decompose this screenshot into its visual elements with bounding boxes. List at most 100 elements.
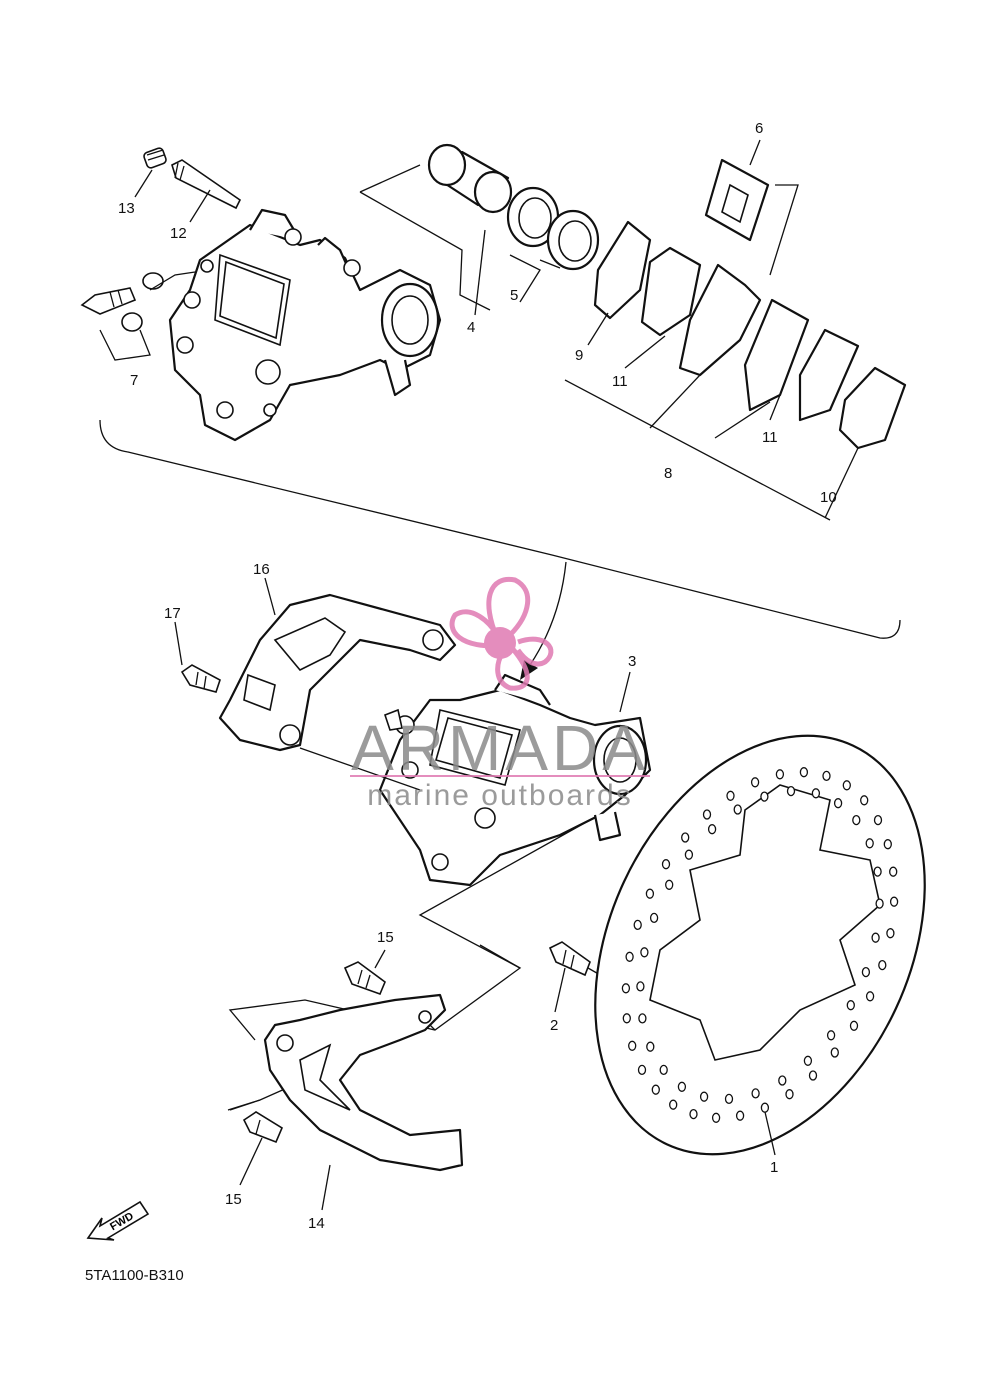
disc-hole [883, 839, 892, 850]
callout-17: 17 [164, 605, 181, 622]
disc-hole [651, 1084, 660, 1095]
disc-hole [689, 1108, 698, 1120]
pad-support-6 [704, 158, 770, 242]
disc-hole [649, 912, 659, 924]
callout-13: 13 [118, 200, 135, 217]
disc-hole [786, 785, 796, 797]
disc-hole [803, 1055, 813, 1066]
disc-bolt-2 [548, 941, 591, 977]
caliper-bracket-16 [218, 593, 457, 752]
disc-hole [638, 1013, 647, 1024]
callout-6: 6 [755, 120, 763, 137]
disc-hole [622, 1013, 631, 1024]
caliper-body-upper [168, 208, 442, 442]
disc-hole [886, 928, 895, 939]
piston-seals-5 [506, 186, 600, 271]
disc-hole [799, 767, 809, 778]
fwd-arrow-icon: FWD [86, 1200, 150, 1241]
disc-hole [646, 1041, 655, 1052]
disc-hole [865, 838, 874, 849]
disc-hole [633, 919, 642, 931]
disc-hole [636, 981, 645, 992]
callout-4: 4 [467, 319, 475, 336]
bolt-17 [180, 664, 221, 693]
disc-hole [852, 814, 861, 826]
disc-hole [846, 1000, 855, 1011]
disc-hole [873, 814, 883, 826]
disc-hole [637, 1064, 647, 1076]
disc-hole [659, 1064, 668, 1076]
callout-2: 2 [550, 1017, 558, 1034]
disc-hole [707, 824, 717, 835]
disc-hole [849, 1020, 859, 1031]
piston-4 [427, 143, 513, 214]
brake-pad-11b [798, 328, 860, 422]
disc-hole [889, 896, 899, 907]
watermark: ARMADA marine outboards [350, 576, 650, 812]
caliper-guard-14 [263, 993, 464, 1172]
watermark-brand: ARMADA [351, 712, 649, 784]
disc-hole [669, 1099, 678, 1110]
disc-hole [684, 849, 694, 860]
group-arrow [529, 561, 567, 666]
disc-hole [681, 832, 690, 843]
disc-hole [822, 770, 831, 782]
callout-12: 12 [170, 225, 187, 242]
disc-hole [760, 791, 769, 802]
callout-16: 16 [253, 561, 270, 578]
disc-hole [699, 1091, 709, 1102]
disc-hole [873, 866, 882, 877]
disc-hole [677, 1081, 687, 1092]
callout-11b: 11 [762, 429, 778, 446]
disc-hole [625, 951, 634, 962]
callout-11a: 11 [612, 373, 628, 390]
bolt-15-upper [343, 961, 386, 996]
disc-hole [826, 1030, 836, 1041]
callout-1: 1 [770, 1159, 778, 1176]
callout-3: 3 [628, 653, 636, 670]
disc-hole [665, 879, 674, 890]
bolt-15-lower [242, 1111, 284, 1144]
callout-15a: 15 [377, 929, 394, 946]
disc-hole [726, 790, 735, 801]
callout-9: 9 [575, 347, 583, 364]
disc-hole [785, 1089, 794, 1100]
disc-hole [842, 780, 851, 791]
disc-hole [751, 1088, 760, 1099]
disc-hole [871, 932, 880, 943]
disc-hole [861, 966, 871, 978]
callout-8: 8 [664, 465, 672, 482]
callout-15b: 15 [225, 1191, 242, 1208]
disc-hole [875, 898, 884, 909]
bleed-cap-13 [143, 147, 167, 169]
disc-hole [702, 809, 712, 820]
disc-hole [640, 947, 649, 958]
disc-hole [711, 1112, 721, 1123]
disc-hole [860, 795, 869, 806]
group-bracket [99, 419, 901, 639]
disc-hole [760, 1102, 770, 1113]
disc-hole [735, 1110, 745, 1121]
pad-pin-12 [171, 159, 242, 210]
disc-hole [778, 1075, 787, 1086]
callout-7: 7 [130, 372, 138, 389]
disc-hole [830, 1047, 839, 1058]
pad-shim-9 [593, 220, 652, 320]
figure-code: 5TA1100-B310 [85, 1267, 184, 1284]
pad-spring-8a [678, 263, 762, 377]
disc-hole [889, 866, 898, 877]
disc-hole [775, 769, 785, 780]
disc-hole [811, 788, 821, 799]
disc-hole [621, 983, 631, 994]
callout-10: 10 [820, 489, 837, 506]
disc-hole [724, 1093, 734, 1105]
brake-pad-11a [640, 246, 702, 337]
watermark-tagline: marine outboards [367, 779, 632, 812]
brake-disc-1 [594, 734, 926, 1156]
callout-5: 5 [510, 287, 518, 304]
propeller-logo-icon [449, 576, 554, 691]
disc-hole [865, 991, 875, 1002]
bleed-screw-7 [80, 272, 164, 332]
disc-hole [750, 777, 760, 788]
